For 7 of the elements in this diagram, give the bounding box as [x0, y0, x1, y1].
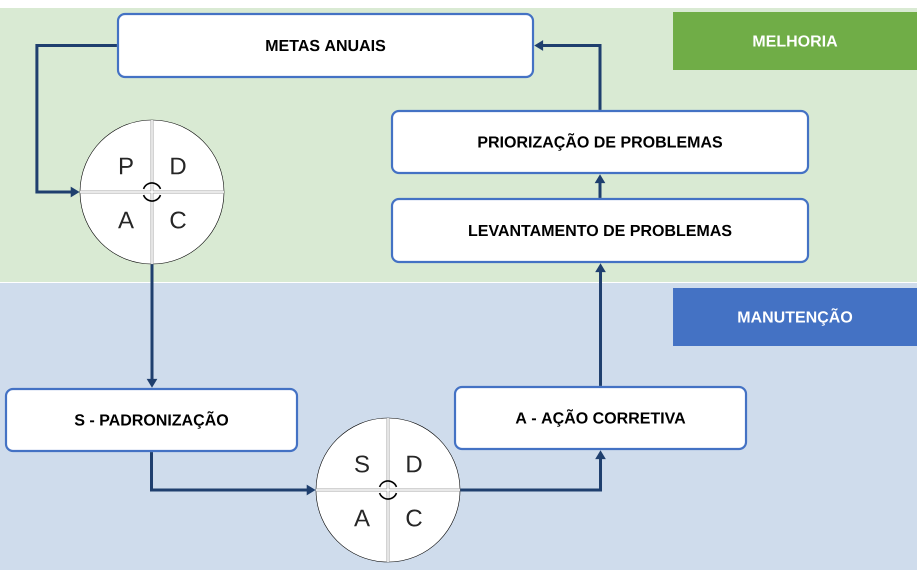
- process-box: LEVANTAMENTO DE PROBLEMAS: [390, 198, 810, 264]
- section-label: MELHORIA: [673, 12, 917, 70]
- process-box: S - PADRONIZAÇÃO: [4, 388, 298, 452]
- process-box: PRIORIZAÇÃO DE PROBLEMAS: [390, 110, 810, 174]
- section-label: MANUTENÇÃO: [673, 288, 917, 346]
- process-box: METAS ANUAIS: [116, 12, 534, 78]
- process-box: A - AÇÃO CORRETIVA: [454, 386, 748, 450]
